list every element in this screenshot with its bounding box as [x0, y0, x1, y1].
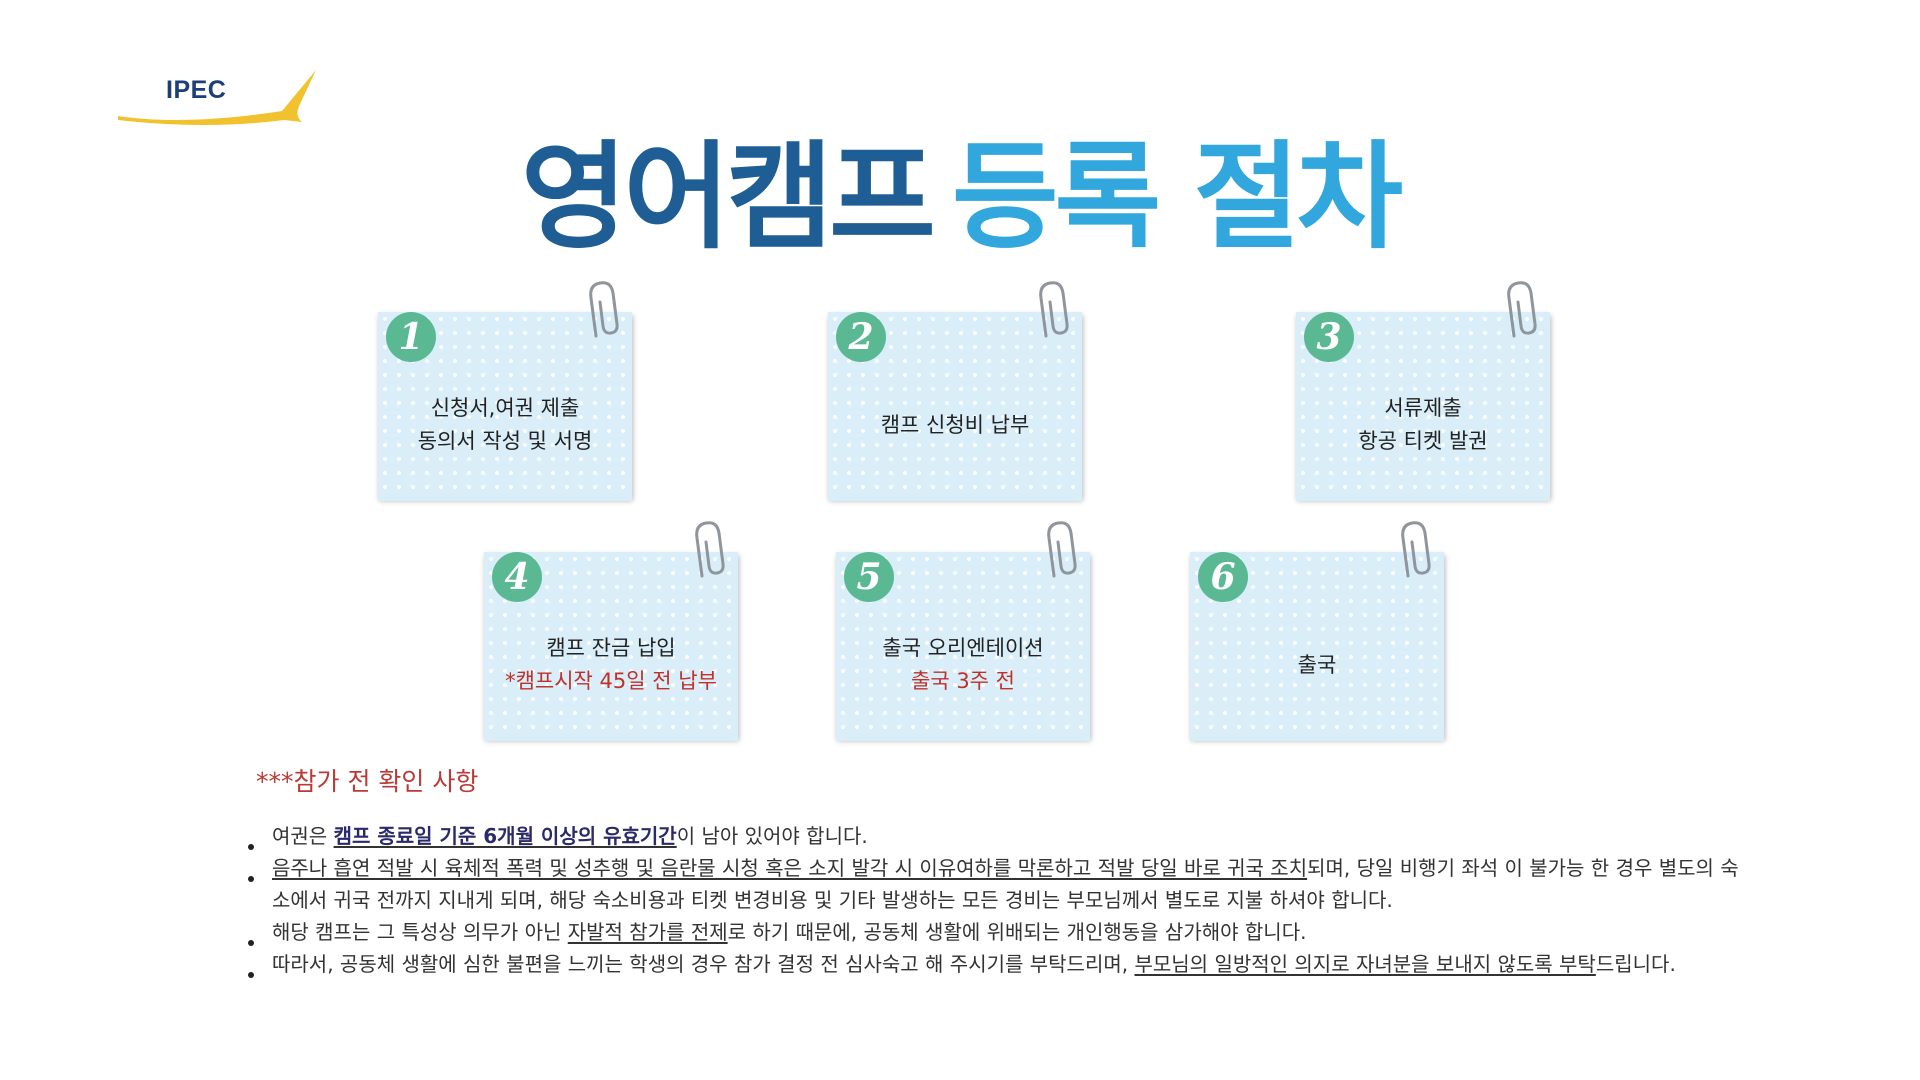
step-number-badge: 3 — [1304, 312, 1354, 362]
note-item: 해당 캠프는 그 특성상 의무가 아닌 자발적 참가를 전제로 하기 때문에, … — [246, 916, 1756, 948]
paperclip-icon — [1039, 281, 1069, 338]
note-segment: 로 하기 때문에, 공동체 생활에 위배되는 개인행동을 삼가해야 합니다. — [727, 920, 1307, 944]
paperclip-icon — [1047, 521, 1077, 578]
step-number-badge: 5 — [844, 552, 894, 602]
step-line: 항공 티켓 발권 — [1358, 429, 1488, 453]
step-card-6: 6 출국 — [1190, 521, 1444, 741]
note-segment: 캠프 종료일 기준 6개월 이상의 유효기간 — [333, 824, 677, 848]
notes-list: 여권은 캠프 종료일 기준 6개월 이상의 유효기간이 남아 있어야 합니다. 음… — [246, 820, 1756, 980]
step-line: 동의서 작성 및 서명 — [417, 429, 593, 453]
notes-heading: ***참가 전 확인 사항 — [256, 767, 479, 796]
step-number-badge: 2 — [836, 312, 886, 362]
note-item: 따라서, 공동체 생활에 심한 불편을 느끼는 학생의 경우 참가 결정 전 심… — [246, 948, 1756, 980]
step-text: 출국 — [1190, 600, 1444, 730]
step-line: 출국 오리엔테이션 — [882, 636, 1044, 660]
step-card-1: 1 신청서,여권 제출 동의서 작성 및 서명 — [378, 281, 632, 501]
step-line: 캠프 잔금 납입 — [546, 636, 676, 660]
paperclip-icon — [1401, 521, 1431, 578]
step-card-2: 2 캠프 신청비 납부 — [828, 281, 1082, 501]
step-card-4: 4 캠프 잔금 납입 *캠프시작 45일 전 납부 — [484, 521, 738, 741]
step-number-badge: 6 — [1198, 552, 1248, 602]
bullet-icon — [248, 940, 254, 946]
airplane-swoosh-icon — [118, 70, 316, 125]
note-segment: 해당 캠프는 그 특성상 의무가 아닌 — [272, 920, 568, 944]
step-line: 신청서,여권 제출 — [430, 396, 580, 420]
bullet-icon — [248, 972, 254, 978]
note-item: 음주나 흡연 적발 시 육체적 폭력 및 성추행 및 음란물 시청 혹은 소지 … — [246, 852, 1756, 916]
note-segment: 따라서, 공동체 생활에 심한 불편을 느끼는 학생의 경우 참가 결정 전 심… — [272, 952, 1135, 976]
note-segment: 여권은 — [272, 824, 334, 848]
note-segment: 부모님의 일방적인 의지로 자녀분을 보내지 않도록 부탁 — [1134, 952, 1596, 976]
note-segment: 이 남아 있어야 합니다. — [676, 824, 868, 848]
paperclip-icon — [1507, 281, 1537, 338]
note-segment: 되며, 당일 비행기 좌석 이 불가능 한 경우 별도의 숙소에서 귀국 전까지… — [272, 856, 1739, 912]
step-line-note: 출국 3주 전 — [911, 669, 1015, 693]
bullet-icon — [248, 844, 254, 850]
note-item: 여권은 캠프 종료일 기준 6개월 이상의 유효기간이 남아 있어야 합니다. — [246, 820, 1756, 852]
note-segment: 음주나 흡연 적발 시 육체적 폭력 및 성추행 및 음란물 시청 혹은 소지 … — [272, 856, 1308, 880]
step-text: 캠프 잔금 납입 *캠프시작 45일 전 납부 — [484, 600, 738, 730]
step-text: 캠프 신청비 납부 — [828, 360, 1082, 490]
note-segment: 드립니다. — [1595, 952, 1676, 976]
note-segment: 자발적 참가를 전제 — [567, 920, 728, 944]
paperclip-icon — [589, 281, 619, 338]
step-text: 출국 오리엔테이션 출국 3주 전 — [836, 600, 1090, 730]
step-text: 서류제출 항공 티켓 발권 — [1296, 360, 1550, 490]
step-line: 출국 — [1297, 652, 1337, 677]
title-part-1: 영어캠프 — [520, 130, 936, 265]
step-number-badge: 4 — [492, 552, 542, 602]
step-line: 캠프 신청비 납부 — [880, 412, 1030, 437]
ipec-logo: IPEC — [116, 68, 316, 130]
step-card-5: 5 출국 오리엔테이션 출국 3주 전 — [836, 521, 1090, 741]
step-line: 서류제출 — [1384, 396, 1462, 420]
paperclip-icon — [695, 521, 725, 578]
title-part-2: 등록 절차 — [951, 130, 1403, 265]
logo-text: IPEC — [166, 76, 227, 104]
step-number-badge: 1 — [386, 312, 436, 362]
bullet-icon — [248, 876, 254, 882]
step-text: 신청서,여권 제출 동의서 작성 및 서명 — [378, 360, 632, 490]
step-line-note: *캠프시작 45일 전 납부 — [505, 669, 717, 693]
step-card-3: 3 서류제출 항공 티켓 발권 — [1296, 281, 1550, 501]
